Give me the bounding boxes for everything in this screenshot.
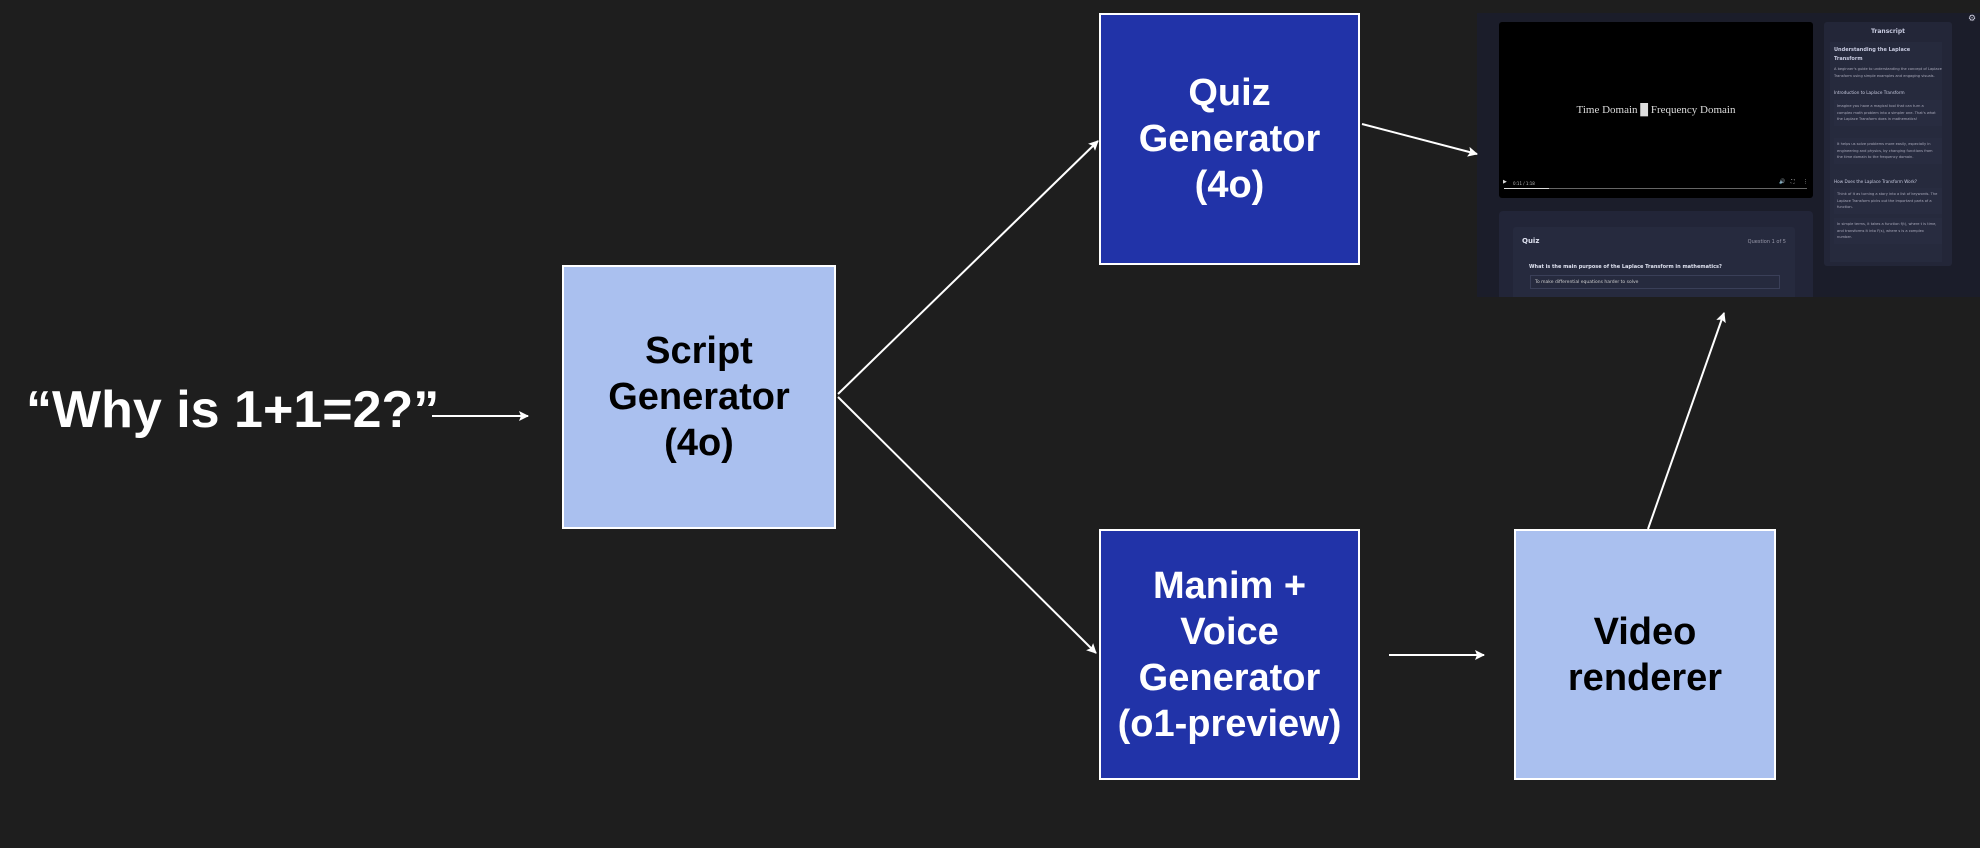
transcript-section: Introduction to Laplace Transform <box>1834 90 1905 95</box>
more-icon[interactable]: ⋮ <box>1803 179 1808 185</box>
video-player[interactable]: Time Domain █ Frequency Domain ▶ 0:11 / … <box>1499 22 1813 198</box>
transcript-paragraph: Think of it as turning a story into a li… <box>1834 188 1942 214</box>
transcript-paragraph: Imagine you have a magical tool that can… <box>1834 100 1942 126</box>
quiz-question: What is the main purpose of the Laplace … <box>1529 264 1722 270</box>
transcript-title: Transcript <box>1870 28 1906 35</box>
arrow-video-to-screenshot <box>1647 312 1726 530</box>
video-frame-text: Time Domain █ Frequency Domain <box>1576 104 1736 116</box>
transcript-paragraph: In simple terms, it takes a function f(t… <box>1834 218 1942 244</box>
app-screenshot: Time Domain █ Frequency Domain ▶ 0:11 / … <box>1477 13 1980 297</box>
script-generator-node: Script Generator (4o) <box>562 265 836 529</box>
video-time: 0:11 / 1:18 <box>1513 181 1535 186</box>
gear-icon[interactable]: ⚙ <box>1968 14 1977 24</box>
video-renderer-node: Video renderer <box>1514 529 1776 780</box>
question-counter: Question 1 of 5 <box>1747 239 1786 245</box>
input-prompt: “Why is 1+1=2?” <box>26 381 440 439</box>
video-progress-bar[interactable] <box>1504 188 1807 189</box>
quiz-title: Quiz <box>1522 237 1540 245</box>
quiz-panel: Quiz Question 1 of 5 What is the main pu… <box>1499 211 1813 297</box>
transcript-panel: Transcript Understanding the Laplace Tra… <box>1824 22 1952 266</box>
transcript-section: How Does the Laplace Transform Work? <box>1834 179 1918 184</box>
arrow-quiz-to-screenshot <box>1361 123 1478 157</box>
fullscreen-icon[interactable]: ⛶ <box>1791 179 1795 185</box>
transcript-heading: Understanding the Laplace Transform <box>1834 47 1911 62</box>
transcript-intro: A beginner's guide to understanding the … <box>1834 67 1942 78</box>
quiz-answer-option[interactable]: To make differential equations harder to… <box>1530 275 1780 289</box>
play-icon[interactable]: ▶ <box>1503 179 1507 185</box>
quiz-generator-node: Quiz Generator (4o) <box>1099 13 1360 265</box>
arrow-script-to-manim <box>837 396 1097 654</box>
video-progress-fill <box>1504 188 1550 189</box>
manim-voice-generator-node: Manim + Voice Generator (o1-preview) <box>1099 529 1360 780</box>
volume-icon[interactable]: 🔊 <box>1779 179 1786 185</box>
arrow-script-to-quiz <box>837 140 1099 395</box>
transcript-paragraph: It helps us solve problems more easily, … <box>1834 138 1942 164</box>
